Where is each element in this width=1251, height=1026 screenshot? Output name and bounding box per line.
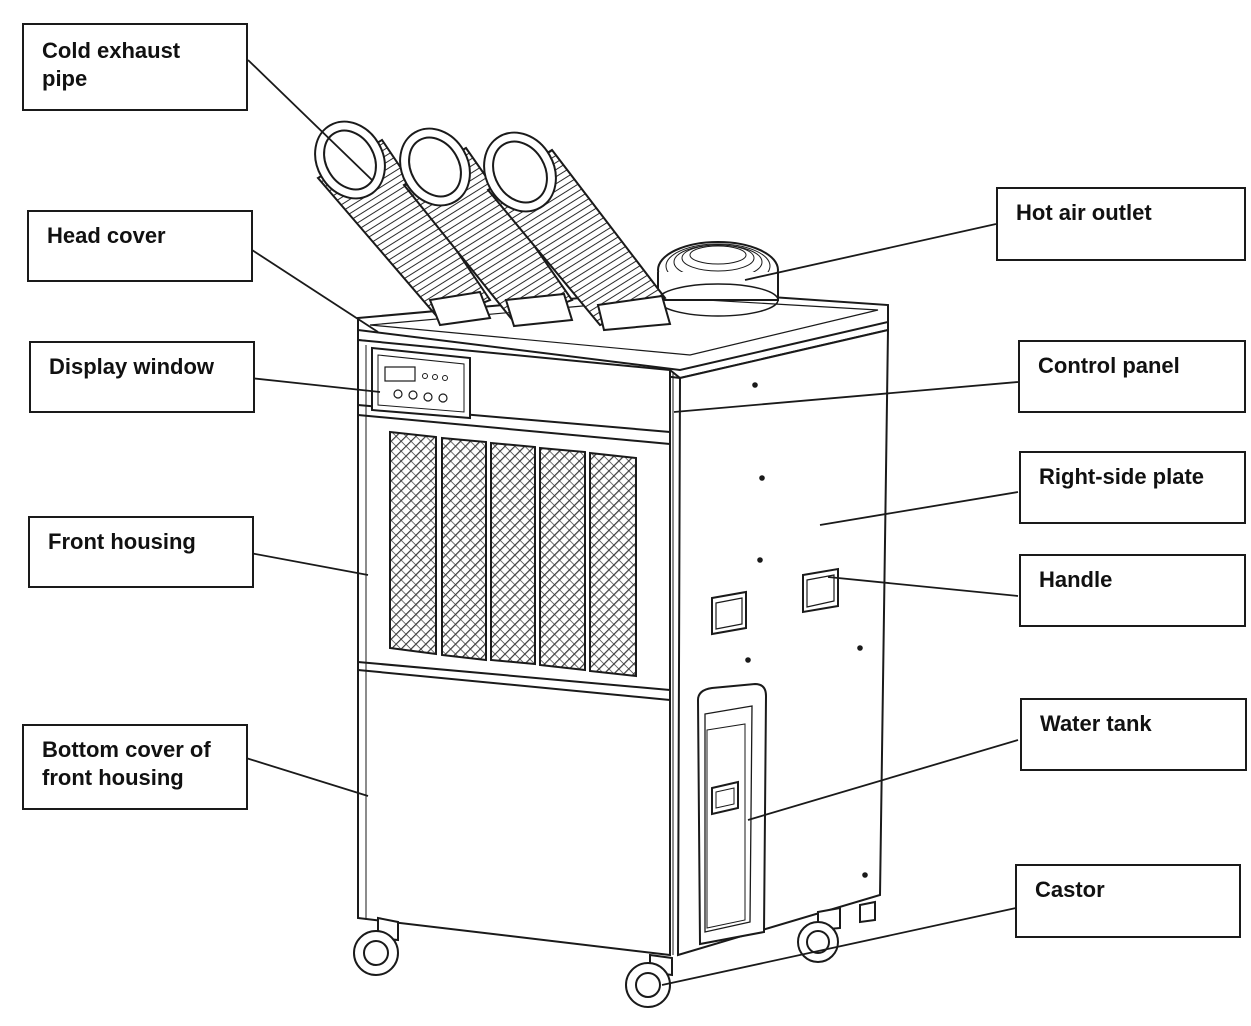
label-right-side-plate: Right-side plate xyxy=(1019,451,1246,524)
label-hot-air-outlet: Hot air outlet xyxy=(996,187,1246,261)
label-head-cover: Head cover xyxy=(27,210,253,282)
display-window-shape xyxy=(371,346,471,420)
label-front-housing-text: Front housing xyxy=(48,529,196,554)
label-right-side-plate-text: Right-side plate xyxy=(1039,464,1205,489)
label-handle: Handle xyxy=(1019,554,1246,627)
label-bottom-cover: Bottom cover of front housing xyxy=(22,724,248,810)
label-hot-air-outlet-text: Hot air outlet xyxy=(1016,200,1152,225)
label-bottom-cover-text: Bottom cover of front housing xyxy=(42,737,211,790)
label-control-panel: Control panel xyxy=(1018,340,1246,413)
label-cold-exhaust-pipe-text: Cold exhaust pipe xyxy=(42,38,181,91)
hot-air-outlet-shape xyxy=(657,241,779,317)
label-castor-text: Castor xyxy=(1035,877,1105,902)
label-display-window-text: Display window xyxy=(49,354,215,379)
label-water-tank-text: Water tank xyxy=(1040,711,1152,736)
label-cold-exhaust-pipe: Cold exhaust pipe xyxy=(22,23,248,111)
water-tank-shape xyxy=(696,682,768,946)
label-castor: Castor xyxy=(1015,864,1241,938)
front-grille xyxy=(389,430,637,678)
label-water-tank: Water tank xyxy=(1020,698,1247,771)
label-display-window: Display window xyxy=(29,341,255,413)
handle-shapes xyxy=(711,567,839,636)
leader-lines xyxy=(245,59,1019,986)
cold-exhaust-pipes xyxy=(314,120,672,332)
label-control-panel-text: Control panel xyxy=(1038,353,1180,378)
label-front-housing: Front housing xyxy=(28,516,254,588)
castor-wheels xyxy=(353,900,876,1008)
label-handle-text: Handle xyxy=(1039,567,1113,592)
label-head-cover-text: Head cover xyxy=(47,223,166,248)
head-cover-shape xyxy=(357,288,889,380)
